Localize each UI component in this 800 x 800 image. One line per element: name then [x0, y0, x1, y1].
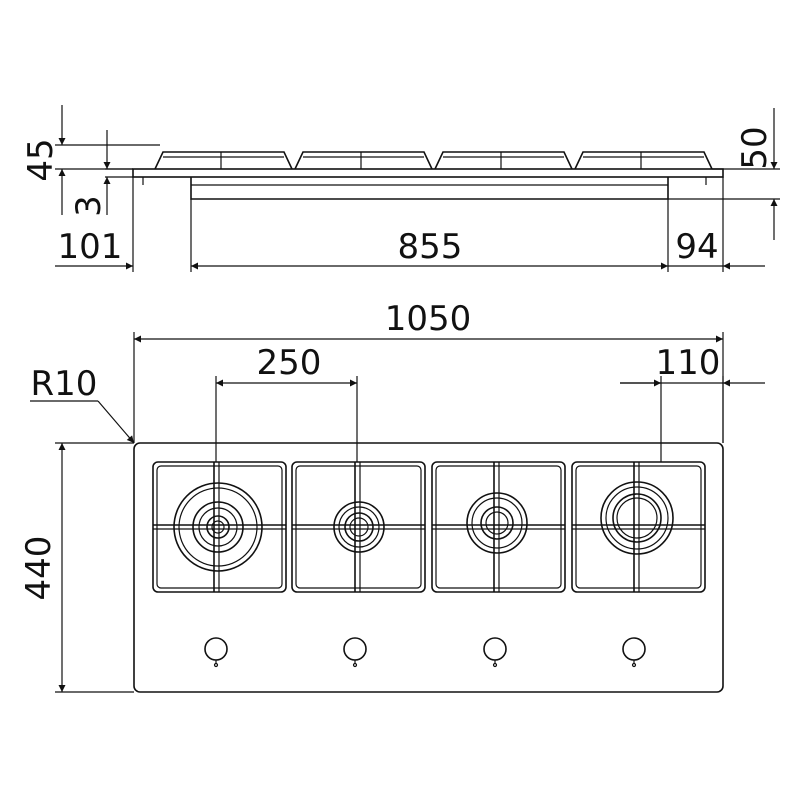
top-view: 1050 250 110 R10 440: [19, 299, 765, 693]
side-pan-support-4: [574, 151, 713, 170]
knob-1: [204, 637, 228, 668]
burner-1: [152, 461, 287, 593]
dim-50-label: 50: [735, 126, 775, 169]
dim-101: 101: [55, 177, 192, 272]
side-view: 45 3 50 101 855: [21, 105, 780, 272]
dim-110: 110: [620, 343, 765, 462]
dim-50: 50: [668, 108, 780, 240]
knob-3: [483, 637, 507, 668]
hob-top-plate: [132, 168, 724, 178]
dim-855-label: 855: [398, 227, 463, 267]
burner-2: [291, 461, 426, 593]
dim-1050: 1050: [133, 299, 724, 443]
dim-94: 94: [667, 177, 765, 272]
dim-94-label: 94: [675, 227, 718, 267]
dim-250: 250: [215, 343, 358, 462]
mount-clips: [142, 177, 707, 185]
dim-3: 3: [69, 130, 133, 217]
dim-110-label: 110: [656, 343, 721, 383]
dim-r10: R10: [30, 364, 135, 444]
knob-2: [343, 637, 367, 668]
side-pan-support-1: [154, 151, 293, 170]
grate-2: [291, 461, 426, 593]
dim-250-label: 250: [257, 343, 322, 383]
hob-outline: [133, 442, 724, 693]
side-pan-support-2: [294, 151, 433, 170]
side-pan-support-3: [434, 151, 573, 170]
hob-underbody: [190, 177, 669, 200]
dim-r10-label: R10: [31, 364, 98, 404]
dim-45-label: 45: [21, 138, 61, 181]
dim-855: 855: [191, 227, 668, 270]
burner-3-outer-ring: [466, 492, 528, 554]
burner-4-outer-ring: [600, 481, 674, 555]
burner-3: [431, 461, 566, 593]
dim-440-label: 440: [19, 536, 59, 601]
burner-4: [571, 461, 706, 593]
knob-4: [622, 637, 646, 668]
dim-1050-label: 1050: [385, 299, 472, 339]
burner-2-outer-ring: [333, 501, 385, 553]
dim-101-label: 101: [58, 227, 123, 267]
dim-440: 440: [19, 442, 134, 693]
dim-3-label: 3: [69, 195, 109, 217]
burner-1-outer-ring: [173, 482, 263, 572]
